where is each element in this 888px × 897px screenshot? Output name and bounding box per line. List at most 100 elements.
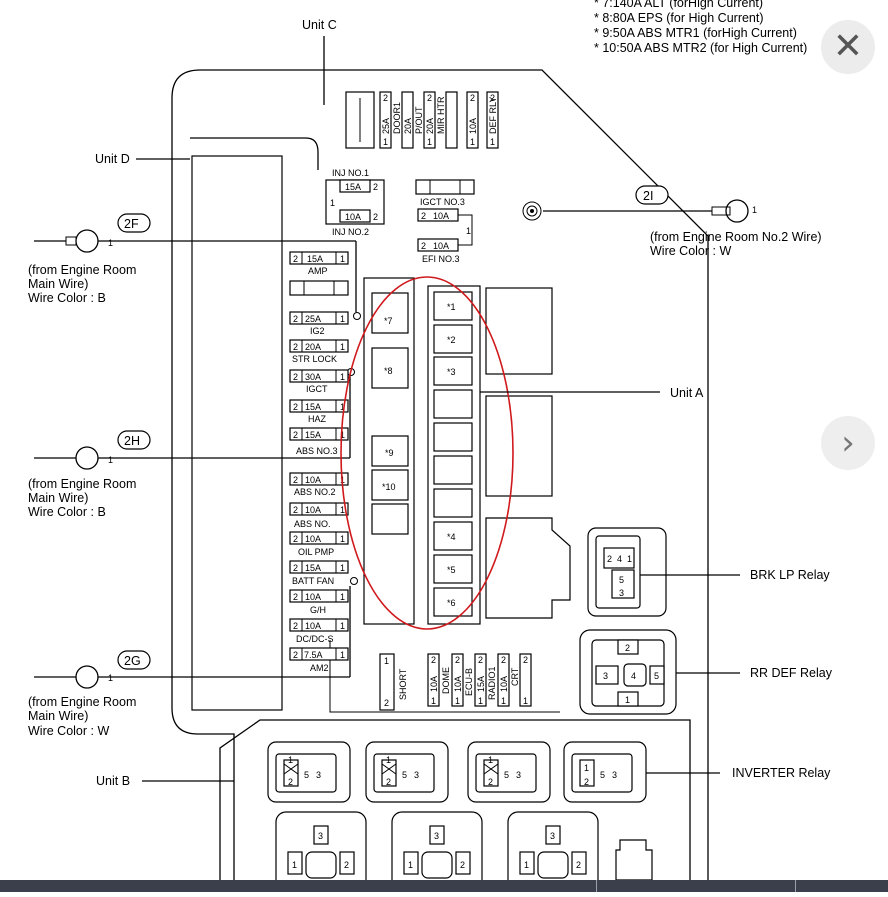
svg-text:1: 1 (490, 137, 495, 147)
next-button[interactable]: › (821, 416, 875, 470)
svg-text:2: 2 (293, 402, 298, 412)
svg-text:2: 2 (501, 655, 506, 665)
svg-text:ABS NO.: ABS NO. (294, 519, 331, 529)
wire-2h-color: Wire Color : B (28, 505, 106, 519)
svg-text:1: 1 (501, 696, 506, 706)
wire-2g-color: Wire Color : W (28, 724, 109, 738)
svg-text:2: 2 (470, 93, 475, 103)
svg-text:Main Wire): Main Wire) (28, 277, 88, 291)
svg-text:2: 2 (293, 563, 298, 573)
svg-text:2: 2 (293, 342, 298, 352)
svg-text:1: 1 (108, 238, 113, 248)
svg-text:2: 2 (384, 698, 389, 708)
wire-2i-color: Wire Color : W (650, 244, 731, 258)
svg-text:1: 1 (108, 455, 113, 465)
inverter-relay-label: INVERTER Relay (732, 766, 831, 780)
relay-slot-1 (485, 287, 553, 375)
svg-text:1: 1 (408, 860, 413, 870)
svg-text:IGCT NO.3: IGCT NO.3 (420, 197, 465, 207)
svg-text:*4: *4 (447, 532, 456, 542)
svg-text:BATT FAN: BATT FAN (292, 576, 334, 586)
big-fuse-9 (371, 435, 409, 467)
svg-text:5: 5 (600, 770, 605, 780)
svg-text:15A: 15A (305, 430, 321, 440)
bottom-fuse-row: 1 2 SHORT 21 21 21 21 21 10A DOME 10A EC… (379, 653, 532, 711)
svg-text:5: 5 (402, 770, 407, 780)
close-icon: ✕ (832, 26, 864, 67)
svg-text:HAZ: HAZ (308, 414, 327, 424)
svg-text:1: 1 (386, 755, 391, 765)
svg-text:AM2: AM2 (310, 663, 329, 673)
svg-text:20A: 20A (305, 342, 321, 352)
svg-text:1: 1 (340, 563, 345, 573)
inj-fuse-block: INJ NO.1 15A 10A 2 2 1 INJ NO.2 (325, 168, 385, 237)
svg-text:1: 1 (478, 696, 483, 706)
wire-2g-id: 2G (124, 654, 141, 668)
svg-text:1: 1 (340, 342, 345, 352)
svg-text:(from Engine Room: (from Engine Room (28, 477, 136, 491)
big-fuse-7 (371, 292, 409, 334)
svg-text:AMP: AMP (308, 266, 328, 276)
svg-text:5: 5 (504, 770, 509, 780)
rr-def-relay-label: RR DEF Relay (750, 666, 833, 680)
svg-text:*1: *1 (447, 302, 456, 312)
svg-text:1: 1 (340, 314, 345, 324)
close-button[interactable]: ✕ (821, 20, 875, 74)
svg-text:2: 2 (293, 592, 298, 602)
svg-text:30A: 30A (305, 372, 321, 382)
svg-text:2: 2 (576, 860, 581, 870)
svg-text:1: 1 (524, 860, 529, 870)
svg-text:1: 1 (625, 695, 630, 705)
svg-text:10A: 10A (305, 534, 321, 544)
svg-text:2: 2 (288, 777, 293, 787)
svg-text:2: 2 (584, 777, 589, 787)
svg-text:10A: 10A (453, 676, 463, 692)
svg-text:*5: *5 (447, 565, 456, 575)
svg-text:3: 3 (414, 770, 419, 780)
svg-text:1: 1 (523, 696, 528, 706)
toolbar-separator (795, 880, 796, 892)
fuse-name: DOOR1 (392, 102, 402, 134)
svg-text:*2: *2 (447, 335, 456, 345)
note-7: * 7:140A ALT (forHigh Current) (594, 0, 763, 10)
fuse-name: DEF RLY (488, 97, 498, 134)
svg-text:2: 2 (625, 643, 630, 653)
svg-text:1: 1 (752, 205, 757, 215)
svg-text:2: 2 (293, 254, 298, 264)
svg-text:(from Engine Room: (from Engine Room (28, 263, 136, 277)
svg-text:SHORT: SHORT (398, 668, 408, 700)
brk-lp-relay-label: BRK LP Relay (750, 568, 830, 582)
inj-no1-label: INJ NO.1 (332, 168, 369, 178)
svg-text:2: 2 (490, 93, 495, 103)
svg-text:1: 1 (427, 137, 432, 147)
bottom-toolbar (0, 880, 888, 892)
svg-text:15A: 15A (345, 182, 361, 192)
svg-text:1: 1 (431, 696, 436, 706)
svg-text:1: 1 (340, 372, 345, 382)
svg-text:10A: 10A (433, 241, 449, 251)
igct-efi-block: IGCT NO.3 2 10A 2 10A 1 EFI NO.3 (415, 179, 475, 264)
inj-no2-label: INJ NO.2 (332, 227, 369, 237)
relay-slot-2 (485, 395, 553, 497)
terminal-2f: 1 2F (from Engine Room Main Wire) Wire C… (28, 213, 361, 320)
wire-2f-id: 2F (124, 217, 139, 231)
note-10: * 10:50A ABS MTR2 (for High Current) (594, 41, 807, 55)
pin-label: 1 (383, 137, 388, 147)
unit-d-body (191, 155, 283, 711)
wire-2i-desc: (from Engine Room No.2 Wire) (650, 230, 822, 244)
svg-text:2: 2 (293, 650, 298, 660)
svg-text:3: 3 (516, 770, 521, 780)
svg-text:1: 1 (384, 656, 389, 666)
highlight-ellipse (340, 276, 514, 630)
svg-text:2: 2 (478, 655, 483, 665)
svg-text:10A: 10A (305, 592, 321, 602)
note-8: * 8:80A EPS (for High Current) (594, 11, 764, 25)
svg-text:*10: *10 (382, 482, 396, 492)
svg-text:3: 3 (603, 671, 608, 681)
svg-text:1: 1 (627, 554, 632, 564)
svg-text:10A: 10A (345, 212, 361, 222)
unit-d-label: Unit D (95, 152, 130, 166)
svg-text:3: 3 (550, 831, 555, 841)
svg-text:15A: 15A (305, 402, 321, 412)
svg-text:25A: 25A (305, 314, 321, 324)
